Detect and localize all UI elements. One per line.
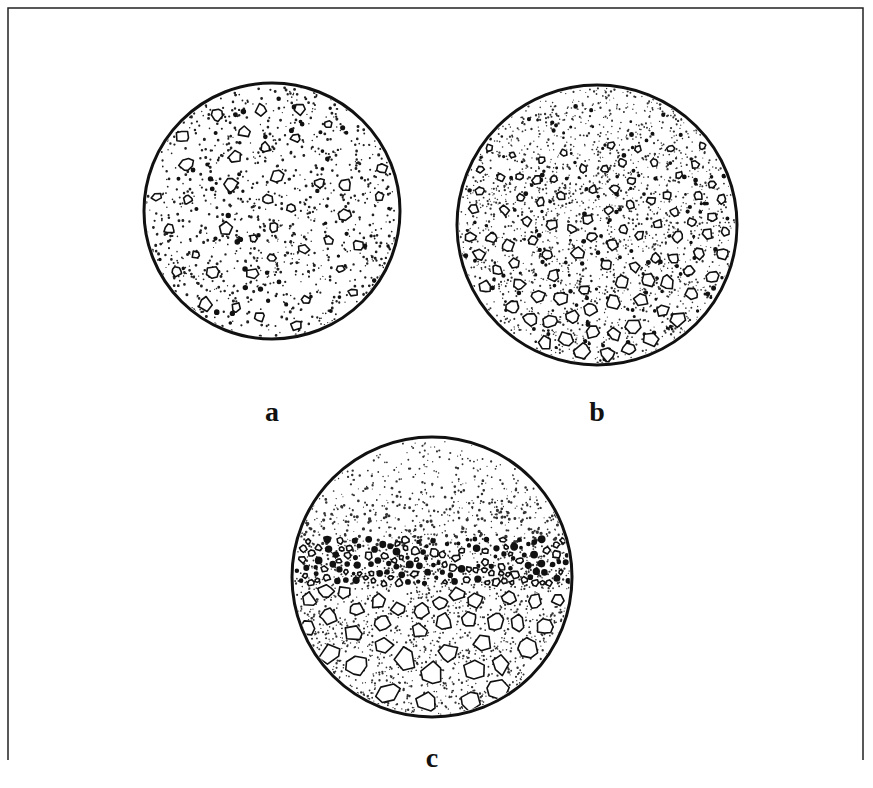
coarse-grains — [151, 104, 387, 331]
settled-layers — [293, 440, 572, 717]
fine-particles — [457, 87, 735, 364]
panel-letter-holder: a — [265, 398, 279, 426]
vessel-circle — [457, 85, 737, 365]
frame-border — [8, 8, 863, 760]
coarse-grains — [299, 537, 566, 712]
panel-letter: c — [426, 744, 438, 772]
vessel-circle — [292, 437, 572, 717]
medium-particles — [463, 104, 729, 362]
panel-letter-holder: b — [589, 398, 605, 426]
fine-particles — [293, 440, 572, 717]
vessel-circle — [144, 83, 400, 339]
panel-letter: a — [265, 398, 279, 426]
panel-letter: b — [589, 398, 605, 426]
partial-settling — [457, 87, 735, 364]
panel-letter-holder: c — [426, 744, 438, 772]
